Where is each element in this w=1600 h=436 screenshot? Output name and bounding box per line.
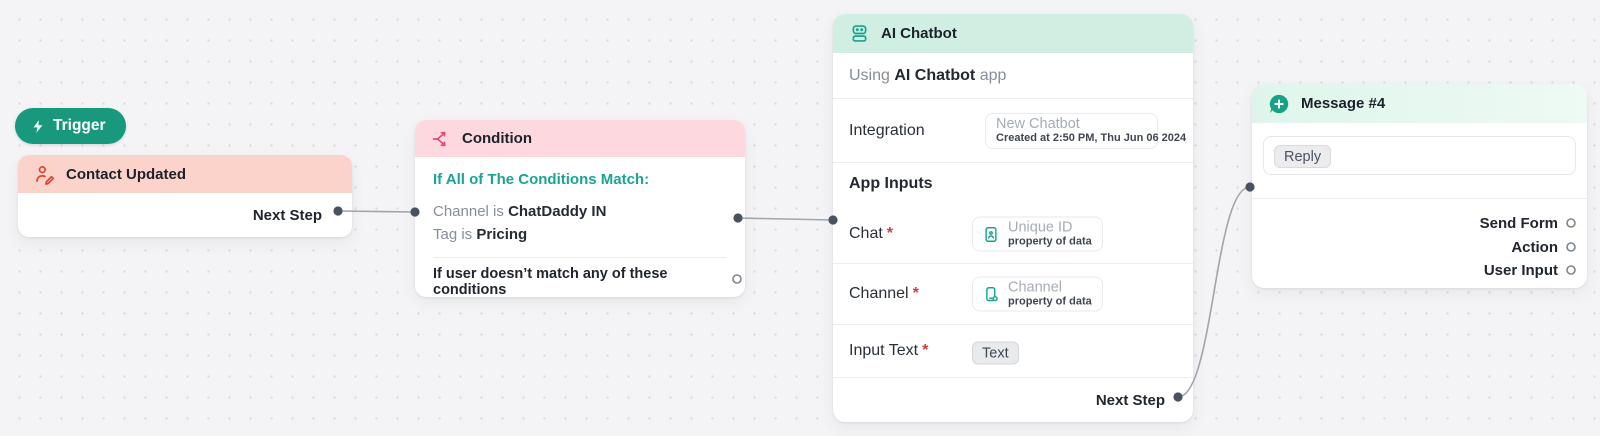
channel-property-chip[interactable]: Channel property of data xyxy=(972,276,1103,312)
branch-arrows-icon xyxy=(431,129,451,149)
required-asterisk: * xyxy=(912,285,919,302)
condition-node-title: Condition xyxy=(462,130,532,147)
message-node[interactable]: Message #4 Reply Send Form Action User I… xyxy=(1252,84,1587,288)
chat-bubble-plus-icon xyxy=(1268,93,1290,115)
input-text-label: Input Text* xyxy=(849,342,929,359)
condition-node-header: Condition xyxy=(415,120,745,157)
chat-chip-sub: property of data xyxy=(1008,235,1092,248)
user-edit-icon xyxy=(34,164,55,185)
chat-chip-title: Unique ID xyxy=(1008,219,1073,236)
chat-input-label: Chat* xyxy=(849,225,894,242)
ai-chatbot-node-header: AI Chatbot xyxy=(833,14,1193,53)
integration-label: Integration xyxy=(849,121,925,139)
contact-updated-node[interactable]: Contact Updated Next Step xyxy=(18,155,352,237)
condition-node[interactable]: Condition If All of The Conditions Match… xyxy=(415,120,745,298)
condition-rule: Tag is Pricing xyxy=(433,225,528,243)
document-icon xyxy=(982,225,1000,243)
integration-row: Integration New Chatbot Created at 2:50 … xyxy=(833,99,1193,163)
trigger-button[interactable]: Trigger xyxy=(15,108,126,144)
channel-input-row: Channel* Channel property of data xyxy=(833,264,1193,325)
device-icon xyxy=(982,285,1000,303)
condition-match-heading: If All of The Conditions Match: xyxy=(433,171,650,188)
contact-node-title: Contact Updated xyxy=(66,165,186,183)
contact-node-header: Contact Updated xyxy=(18,155,352,193)
integration-select[interactable]: New Chatbot Created at 2:50 PM, Thu Jun … xyxy=(985,112,1187,149)
robot-icon xyxy=(849,23,870,44)
channel-chip-title: Channel xyxy=(1008,279,1063,296)
condition-else-label: If user doesn’t match any of these condi… xyxy=(433,265,668,298)
input-text-row: Input Text* Text xyxy=(833,325,1193,378)
integration-meta: Created at 2:50 PM, Thu Jun 06 2024 xyxy=(996,132,1187,144)
message-node-title: Message #4 xyxy=(1301,95,1386,112)
chat-input-row: Chat* Unique ID property of data xyxy=(833,205,1193,264)
edge-condition-to-chatbot xyxy=(737,217,834,221)
channel-input-label: Channel* xyxy=(849,285,919,302)
ai-next-step-row[interactable]: Next Step xyxy=(833,378,1193,422)
condition-node-body: If All of The Conditions Match: Channel … xyxy=(415,169,745,305)
lightning-icon xyxy=(31,118,45,135)
app-inputs-heading-row: App Inputs xyxy=(833,163,1193,205)
output-send-form[interactable]: Send Form xyxy=(1479,215,1558,232)
trigger-label: Trigger xyxy=(53,117,106,134)
required-asterisk: * xyxy=(922,342,929,359)
next-step-label: Next Step xyxy=(1095,391,1165,409)
divider xyxy=(1252,198,1587,199)
reply-chip[interactable]: Reply xyxy=(1274,145,1332,168)
message-node-header: Message #4 xyxy=(1252,84,1587,123)
app-inputs-heading: App Inputs xyxy=(849,175,933,192)
condition-else-row[interactable]: If user doesn’t match any of these condi… xyxy=(433,258,727,305)
condition-rules: Channel is ChatDaddy IN Tag is Pricing xyxy=(433,201,727,246)
contact-next-step-row[interactable]: Next Step xyxy=(18,193,352,237)
next-step-label: Next Step xyxy=(252,206,322,224)
condition-rule: Channel is ChatDaddy IN xyxy=(433,203,607,220)
using-app-text: Using AI Chatbot app xyxy=(849,66,1007,84)
chat-property-chip[interactable]: Unique ID property of data xyxy=(972,216,1103,252)
ai-chatbot-node-title: AI Chatbot xyxy=(881,25,957,42)
channel-chip-sub: property of data xyxy=(1008,295,1092,308)
required-asterisk: * xyxy=(886,225,894,242)
message-content-box[interactable]: Reply xyxy=(1263,136,1576,175)
using-app-row: Using AI Chatbot app xyxy=(833,53,1193,99)
text-type-chip[interactable]: Text xyxy=(972,341,1019,365)
message-outputs: Send Form Action User Input xyxy=(1252,212,1587,283)
divider xyxy=(433,257,727,258)
output-action[interactable]: Action xyxy=(1511,238,1558,256)
ai-chatbot-node[interactable]: AI Chatbot Using AI Chatbot app Integrat… xyxy=(833,14,1193,422)
output-user-input[interactable]: User Input xyxy=(1483,262,1558,279)
integration-value: New Chatbot xyxy=(996,116,1080,132)
